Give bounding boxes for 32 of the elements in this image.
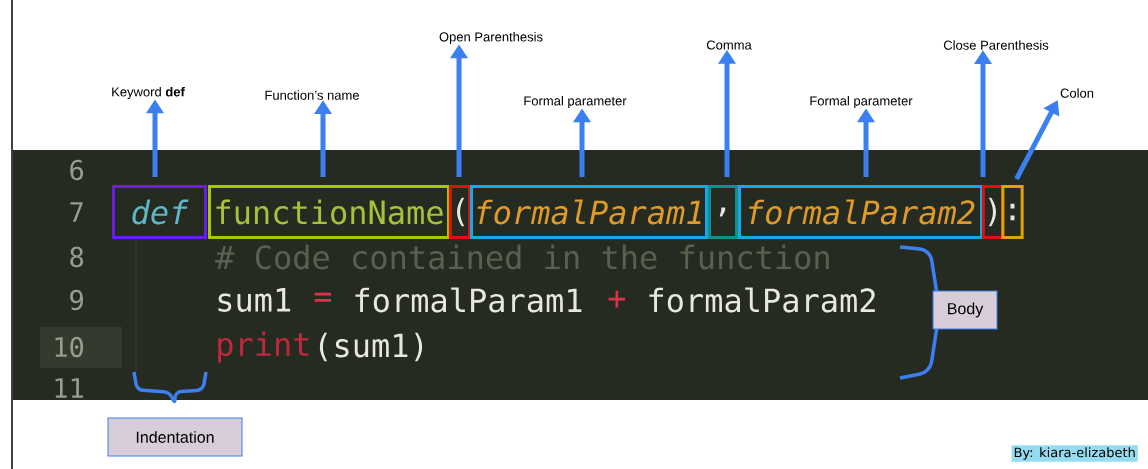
callout-label: Function’s name <box>265 90 359 100</box>
highlight-box: formalParam1 <box>470 185 708 239</box>
line-number: 9 <box>70 289 83 311</box>
callout-label: Formal parameter <box>524 95 627 109</box>
highlight-box: , <box>708 185 738 239</box>
highlight-box: formalParam2 <box>738 185 983 239</box>
code-text: + <box>608 290 626 308</box>
code-text: print <box>218 331 309 363</box>
callout-label: Formal parameter <box>810 95 913 109</box>
callout-label: Open Parenthesis <box>439 31 543 45</box>
code-text: formalParam1 <box>355 287 582 313</box>
highlight-box: functionName <box>208 185 450 239</box>
code-text: sum1 <box>218 288 291 312</box>
credit-text: By: kiara-elizabeth <box>1011 445 1138 462</box>
callout-label: Comma <box>706 40 752 50</box>
label-box: Body <box>932 290 998 330</box>
highlight-box: ( <box>448 185 472 239</box>
line-number: 7 <box>70 202 83 222</box>
code-text: = <box>314 292 332 302</box>
code-text: formalParam2 <box>649 287 875 313</box>
label-box: Indentation <box>107 417 243 457</box>
highlight-box: ) <box>981 185 1005 239</box>
code-text: (sum1) <box>319 332 423 362</box>
callout-label: Colon <box>1060 88 1094 98</box>
line-number: 6 <box>70 159 84 181</box>
highlight-box: def <box>112 185 207 239</box>
line-number: 8 <box>70 246 84 268</box>
callout-label: Keyword def <box>112 86 185 100</box>
callout-label: Close Parenthesis <box>943 40 1049 50</box>
highlight-box: : <box>1001 185 1024 239</box>
line-number: 10 <box>55 336 84 358</box>
line-number: 11 <box>55 378 83 398</box>
